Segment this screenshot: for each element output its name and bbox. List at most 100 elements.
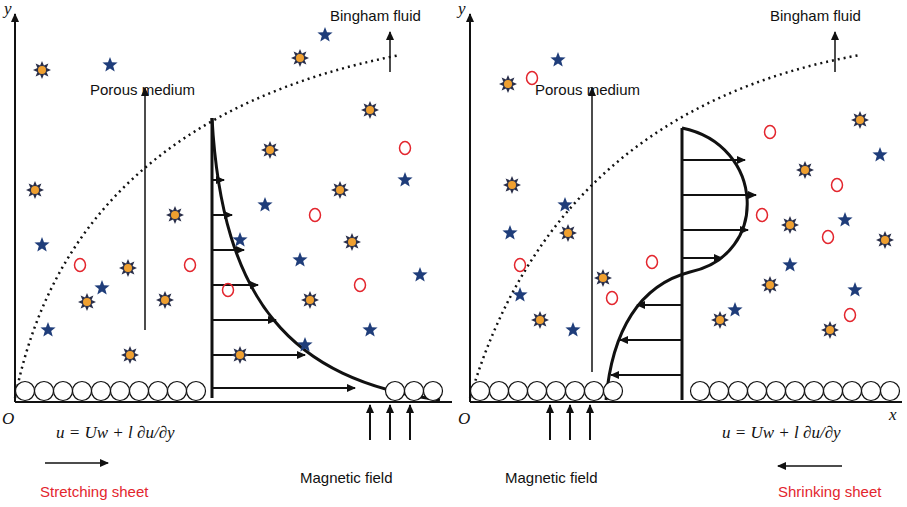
sheet-roller bbox=[748, 382, 767, 401]
boundary-condition: u = Uw + l ∂u/∂y bbox=[722, 424, 841, 443]
nanoparticle-core bbox=[336, 186, 344, 194]
velocity-arrow bbox=[611, 374, 682, 376]
nanoparticle bbox=[119, 259, 137, 277]
star-particle bbox=[317, 27, 332, 42]
x-axis bbox=[15, 401, 452, 403]
nanoparticle bbox=[291, 49, 309, 67]
sheet-roller bbox=[862, 382, 881, 401]
sheet-roller bbox=[547, 382, 566, 401]
sheet-roller bbox=[149, 382, 168, 401]
nanoparticle-core bbox=[348, 238, 356, 246]
star-particle bbox=[872, 147, 887, 162]
star-particle bbox=[847, 282, 862, 297]
nanoparticle-core bbox=[366, 106, 374, 114]
star-particle bbox=[412, 267, 427, 282]
sheet-roller bbox=[767, 382, 786, 401]
star-particle bbox=[512, 287, 527, 302]
axis-label: y bbox=[458, 0, 466, 19]
red-particle bbox=[400, 142, 411, 155]
sheet-roller bbox=[691, 382, 710, 401]
arrow bbox=[591, 88, 593, 372]
nanoparticle-core bbox=[881, 236, 889, 244]
boundary-layer bbox=[15, 55, 400, 398]
nanoparticle bbox=[156, 291, 174, 309]
nanoparticle bbox=[343, 233, 361, 251]
red-particle bbox=[185, 259, 196, 272]
nanoparticle-core bbox=[38, 66, 46, 74]
nanoparticle-core bbox=[306, 296, 314, 304]
red-particle bbox=[757, 209, 768, 222]
red-particle bbox=[607, 292, 618, 305]
sheet-arrow bbox=[778, 465, 842, 467]
star-particle bbox=[502, 225, 517, 240]
sheet-roller bbox=[130, 382, 149, 401]
velocity-arrow bbox=[682, 257, 722, 259]
sheet-roller bbox=[111, 382, 130, 401]
star-particle bbox=[94, 280, 109, 295]
nanoparticle-core bbox=[171, 211, 179, 219]
axis-label: y bbox=[4, 0, 12, 19]
field-arrow bbox=[409, 405, 411, 440]
red-particle bbox=[647, 256, 658, 269]
star-particle bbox=[565, 322, 580, 337]
nanoparticle bbox=[121, 346, 139, 364]
nanoparticle-core bbox=[786, 221, 794, 229]
sheet-roller bbox=[604, 382, 623, 401]
red-particle bbox=[515, 259, 526, 272]
nanoparticle bbox=[301, 291, 319, 309]
nanoparticle bbox=[531, 311, 549, 329]
sheet-roller bbox=[729, 382, 748, 401]
velocity-profile bbox=[212, 118, 440, 400]
field-arrow bbox=[569, 405, 571, 440]
field-arrow bbox=[389, 405, 391, 440]
origin-label: O bbox=[458, 410, 470, 429]
star-particle bbox=[40, 322, 55, 337]
star-particle bbox=[362, 322, 377, 337]
star-particle bbox=[837, 212, 852, 227]
nanoparticle-core bbox=[126, 351, 134, 359]
red-particle bbox=[832, 179, 843, 192]
sheet-roller bbox=[490, 382, 509, 401]
red-particle bbox=[823, 231, 834, 244]
sheet-roller bbox=[73, 382, 92, 401]
sheet-roller bbox=[881, 382, 900, 401]
star-particle bbox=[397, 172, 412, 187]
nanoparticle bbox=[851, 111, 869, 129]
sheet-roller bbox=[35, 382, 54, 401]
nanoparticle bbox=[78, 293, 96, 311]
nanoparticle-core bbox=[856, 116, 864, 124]
sheet-roller bbox=[585, 382, 604, 401]
nanoparticle-core bbox=[266, 146, 274, 154]
sheet-roller bbox=[386, 382, 405, 401]
nanoparticle bbox=[361, 101, 379, 119]
velocity-profile bbox=[606, 128, 747, 400]
nanoparticle bbox=[876, 231, 894, 249]
nanoparticle bbox=[796, 161, 814, 179]
velocity-arrow bbox=[637, 304, 682, 306]
nanoparticle-core bbox=[296, 54, 304, 62]
sheet-roller bbox=[528, 382, 547, 401]
axis-label: x bbox=[889, 406, 897, 425]
sheet-roller bbox=[16, 382, 35, 401]
red-particle bbox=[355, 279, 366, 292]
sheet-arrow bbox=[45, 462, 108, 464]
illustration-details bbox=[16, 27, 900, 440]
star-particle bbox=[292, 252, 307, 267]
y-axis bbox=[14, 14, 16, 402]
velocity-arrow bbox=[682, 194, 756, 196]
star-particle bbox=[727, 302, 742, 317]
nanoparticle bbox=[261, 141, 279, 159]
sheet-label: Shrinking sheet bbox=[778, 484, 881, 501]
nanoparticle bbox=[499, 75, 517, 93]
nanoparticle bbox=[503, 176, 521, 194]
sheet-roller bbox=[405, 382, 424, 401]
sheet-roller bbox=[805, 382, 824, 401]
field-arrow bbox=[369, 405, 371, 440]
nanoparticle bbox=[711, 311, 729, 329]
red-particle bbox=[845, 309, 856, 322]
star-particle bbox=[782, 257, 797, 272]
velocity-arrow bbox=[212, 249, 244, 251]
nanoparticle bbox=[781, 216, 799, 234]
nanoparticle bbox=[559, 224, 577, 242]
